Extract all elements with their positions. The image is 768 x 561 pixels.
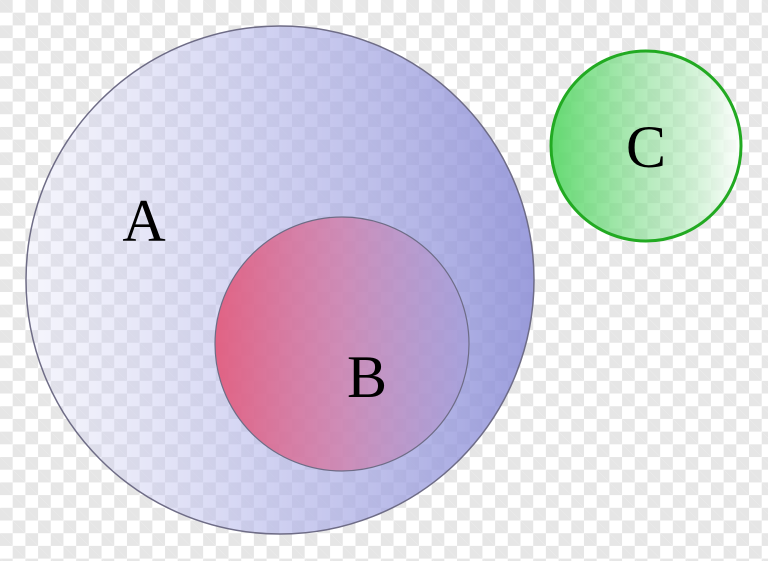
set-c-label: C bbox=[626, 114, 666, 180]
set-c: C bbox=[549, 49, 743, 243]
set-b: B bbox=[214, 216, 470, 472]
set-b-label: B bbox=[347, 344, 387, 410]
set-c-circle bbox=[549, 49, 743, 243]
set-a-label: A bbox=[122, 188, 165, 254]
set-b-circle bbox=[214, 216, 470, 472]
